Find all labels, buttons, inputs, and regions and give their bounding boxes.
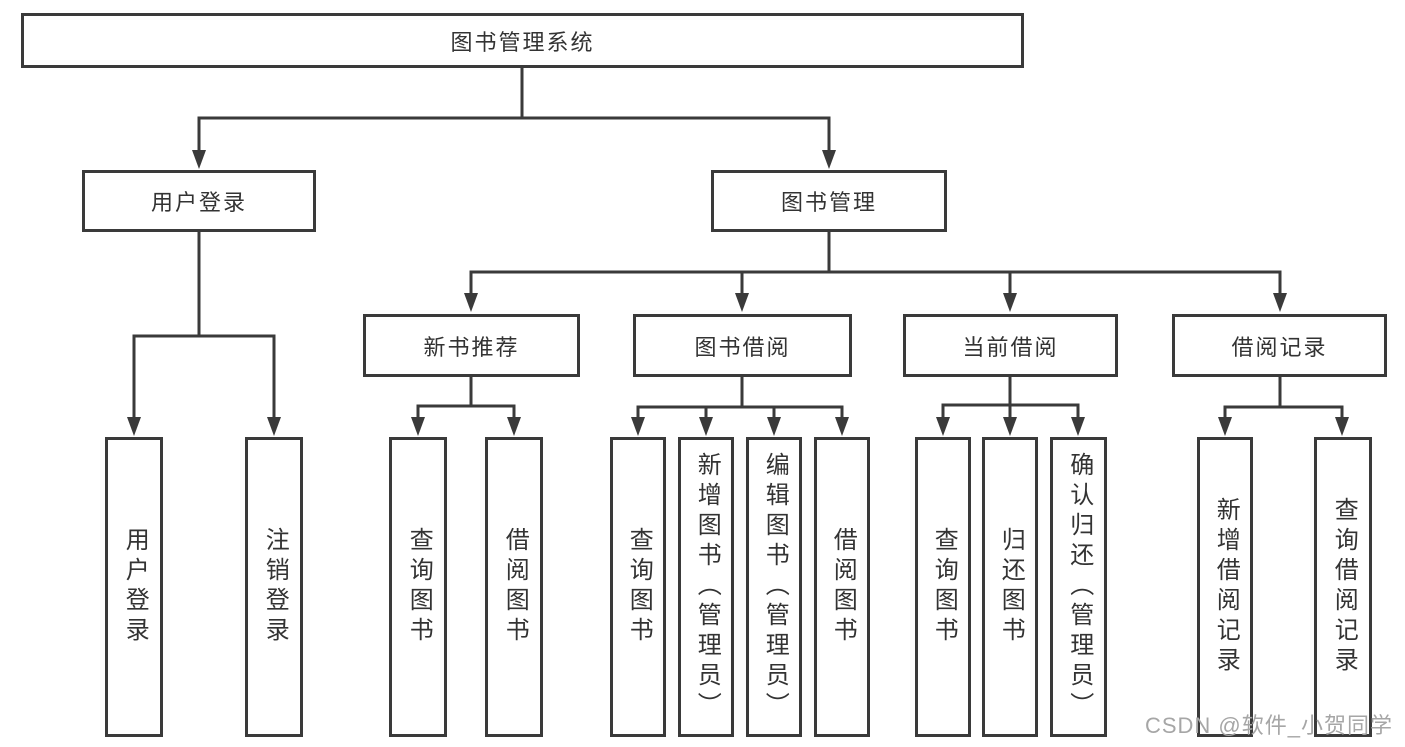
node-current-borrowing: 当前借阅 <box>903 314 1118 377</box>
leaf-bb-edit-books-admin: 编辑图书（管理员） <box>746 437 802 737</box>
leaf-cb-confirm-return-admin: 确认归还（管理员） <box>1050 437 1107 737</box>
leaf-br-query-record-label: 查询借阅记录 <box>1330 497 1358 677</box>
leaf-br-query-record: 查询借阅记录 <box>1314 437 1372 737</box>
node-book-borrowing-label: 图书借阅 <box>694 334 791 360</box>
leaf-cb-query-books-label: 查询图书 <box>930 527 958 647</box>
leaf-nbr-query-books-label: 查询图书 <box>405 527 433 647</box>
leaf-nbr-borrow-books-label: 借阅图书 <box>501 527 529 647</box>
leaf-nbr-borrow-books: 借阅图书 <box>485 437 543 737</box>
leaf-cb-return-books-label: 归还图书 <box>997 527 1025 647</box>
leaf-nbr-query-books: 查询图书 <box>389 437 447 737</box>
leaf-cb-return-books: 归还图书 <box>982 437 1038 737</box>
leaf-br-add-record: 新增借阅记录 <box>1197 437 1253 737</box>
node-root-system: 图书管理系统 <box>21 13 1024 68</box>
leaf-bb-edit-books-admin-label: 编辑图书（管理员） <box>761 452 789 722</box>
leaf-bb-query-books: 查询图书 <box>610 437 666 737</box>
node-borrowing-records: 借阅记录 <box>1172 314 1387 377</box>
leaf-bb-add-books-admin: 新增图书（管理员） <box>678 437 734 737</box>
leaf-logout: 注销登录 <box>245 437 303 737</box>
leaf-bb-borrow-books-label: 借阅图书 <box>829 527 857 647</box>
leaf-bb-add-books-admin-label: 新增图书（管理员） <box>693 452 721 722</box>
leaf-bb-borrow-books: 借阅图书 <box>814 437 870 737</box>
node-borrowing-records-label: 借阅记录 <box>1231 334 1328 360</box>
leaf-cb-confirm-return-admin-label: 确认归还（管理员） <box>1065 452 1093 722</box>
leaf-logout-label: 注销登录 <box>261 527 289 647</box>
node-book-borrowing: 图书借阅 <box>633 314 852 377</box>
leaf-user-login-label: 用户登录 <box>121 527 149 647</box>
leaf-cb-query-books: 查询图书 <box>915 437 971 737</box>
node-user-login: 用户登录 <box>82 170 316 232</box>
node-user-login-label: 用户登录 <box>150 190 247 215</box>
node-root-label: 图书管理系统 <box>450 29 595 55</box>
leaf-user-login: 用户登录 <box>105 437 163 737</box>
leaf-bb-query-books-label: 查询图书 <box>625 527 653 647</box>
node-book-management-label: 图书管理 <box>780 190 877 215</box>
node-current-borrowing-label: 当前借阅 <box>962 334 1059 360</box>
node-new-book-recommendation: 新书推荐 <box>363 314 580 377</box>
node-new-book-recommendation-label: 新书推荐 <box>423 334 520 360</box>
node-book-management: 图书管理 <box>711 170 947 232</box>
leaf-br-add-record-label: 新增借阅记录 <box>1212 497 1240 677</box>
